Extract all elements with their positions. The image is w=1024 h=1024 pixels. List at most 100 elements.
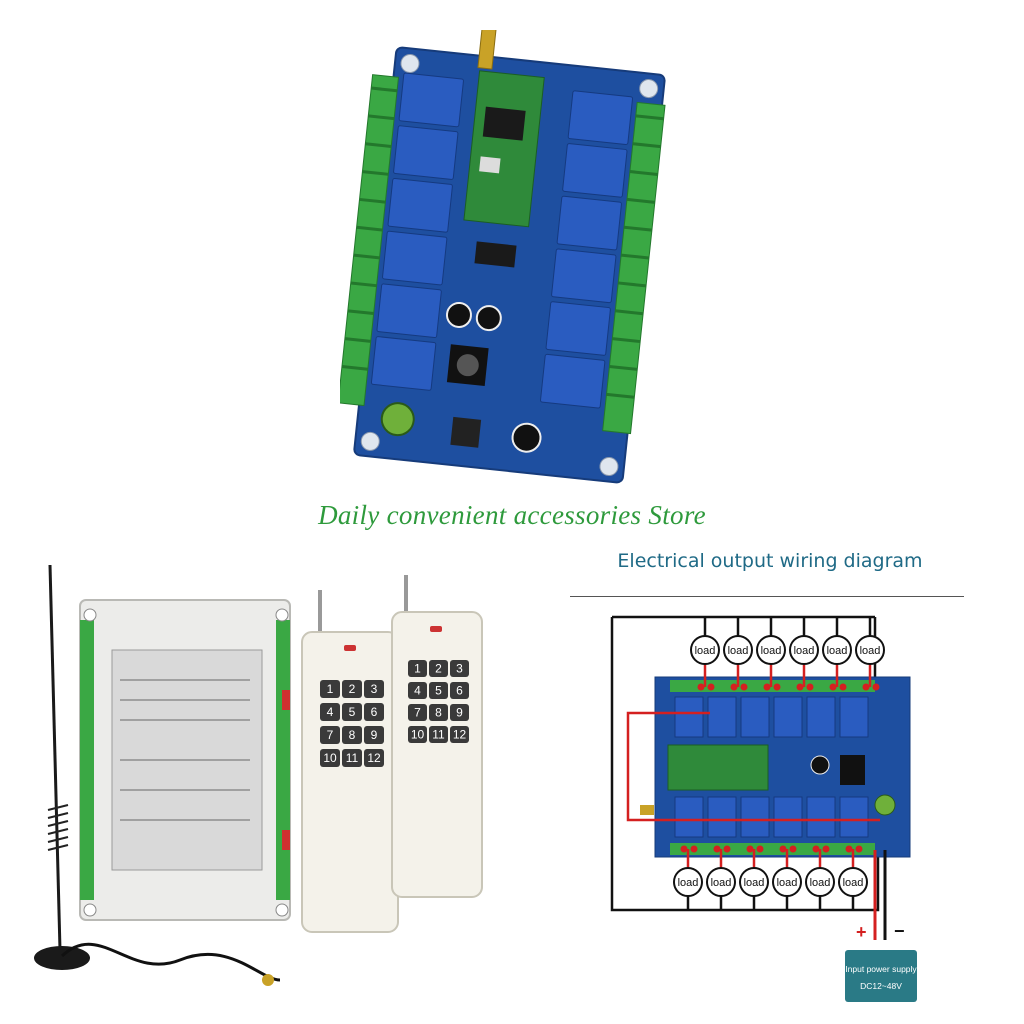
- remote-key-label: 5: [349, 705, 356, 719]
- remote-key-label: 10: [411, 728, 425, 742]
- load-circle: [805, 867, 835, 897]
- terminal-dot: [730, 683, 738, 691]
- relay: [740, 796, 770, 838]
- remote-key-label: 7: [327, 728, 334, 742]
- terminal-dot: [845, 845, 853, 853]
- relay: [567, 90, 634, 145]
- relay: [382, 230, 448, 286]
- remote-key: [364, 680, 384, 698]
- relay: [545, 301, 611, 356]
- relay: [806, 796, 836, 838]
- terminal-dot: [680, 845, 688, 853]
- relay: [398, 72, 464, 128]
- remote-key-label: 12: [453, 728, 467, 742]
- capacitor: [511, 422, 542, 453]
- terminal-dot: [773, 683, 781, 691]
- terminal-dot: [707, 683, 715, 691]
- rf-module: [463, 70, 545, 228]
- remote-key-label: 1: [414, 662, 421, 676]
- load-label: load: [744, 877, 765, 889]
- terminal-dot: [872, 683, 880, 691]
- load-circle: [673, 867, 703, 897]
- mount-hole: [83, 903, 97, 917]
- terminal-dot: [789, 845, 797, 853]
- load-label: load: [860, 645, 881, 657]
- mount-hole: [639, 79, 659, 99]
- load-circle: [838, 867, 868, 897]
- load-circle: [690, 635, 720, 665]
- terminal-dot: [690, 845, 698, 853]
- antenna-base: [34, 946, 90, 970]
- power-supply-label: Input power supply: [845, 964, 917, 974]
- power-supply-box: [845, 950, 917, 1002]
- remote-key-label: 9: [456, 706, 463, 720]
- mount-hole: [400, 53, 420, 73]
- terminal-dot: [763, 683, 771, 691]
- terminal-strip-right: [602, 101, 666, 435]
- remote-key: [342, 726, 362, 744]
- mount-hole: [599, 456, 619, 476]
- relay: [839, 796, 869, 838]
- minus-sign: −: [894, 921, 905, 941]
- remote-key: [450, 726, 469, 743]
- load-circle: [855, 635, 885, 665]
- remote-key-label: 12: [367, 751, 381, 765]
- load-circle: [789, 635, 819, 665]
- load-label: load: [678, 877, 699, 889]
- relay: [806, 696, 836, 738]
- load-circle: [706, 867, 736, 897]
- relay: [551, 248, 617, 304]
- remote-key: [450, 704, 469, 721]
- capacitor: [380, 402, 415, 437]
- remote-key-label: 6: [371, 705, 378, 719]
- load-label: load: [695, 645, 716, 657]
- remote-key: [320, 703, 340, 721]
- relay: [773, 696, 803, 738]
- terminal-dot: [855, 845, 863, 853]
- capacitor: [445, 301, 472, 328]
- load-label: load: [810, 877, 831, 889]
- mount-hole: [275, 608, 289, 622]
- terminal-dot: [812, 845, 820, 853]
- relay: [674, 796, 704, 838]
- remote-key: [429, 726, 448, 743]
- remote-key: [364, 703, 384, 721]
- terminal-dot: [746, 845, 754, 853]
- relay: [556, 195, 622, 251]
- remote-key: [320, 726, 340, 744]
- load-label: load: [794, 645, 815, 657]
- remote-key-label: 6: [456, 684, 463, 698]
- relay: [376, 283, 442, 339]
- terminal-dot: [740, 683, 748, 691]
- terminal-dot: [713, 845, 721, 853]
- ic-chip: [474, 241, 517, 268]
- store-name: Daily convenient accessories Store: [318, 500, 706, 530]
- terminal-dot: [839, 683, 847, 691]
- load-label: load: [843, 877, 864, 889]
- remote-key: [429, 704, 448, 721]
- terminal-dot: [822, 845, 830, 853]
- remote-key: [450, 682, 469, 699]
- mount-hole: [360, 431, 380, 451]
- remote-key-label: 5: [435, 684, 442, 698]
- power-supply-voltage: DC12~48V: [860, 981, 902, 991]
- load-label: load: [777, 877, 798, 889]
- remote-key-label: 8: [435, 706, 442, 720]
- antenna-connector: [477, 30, 497, 70]
- remote-control: [301, 631, 399, 933]
- remote-key-label: 7: [414, 706, 421, 720]
- remote-key: [320, 680, 340, 698]
- antenna-whip: [48, 564, 62, 951]
- remote-key-label: 8: [349, 728, 356, 742]
- plus-sign: +: [856, 922, 867, 942]
- regulator: [450, 416, 482, 448]
- relay: [540, 353, 606, 409]
- remote-key: [342, 680, 362, 698]
- remote-key-label: 3: [371, 682, 378, 696]
- terminal-dot: [723, 845, 731, 853]
- terminal-dot: [697, 683, 705, 691]
- remote-key: [408, 726, 427, 743]
- relay: [707, 796, 737, 838]
- title-divider: [570, 596, 964, 597]
